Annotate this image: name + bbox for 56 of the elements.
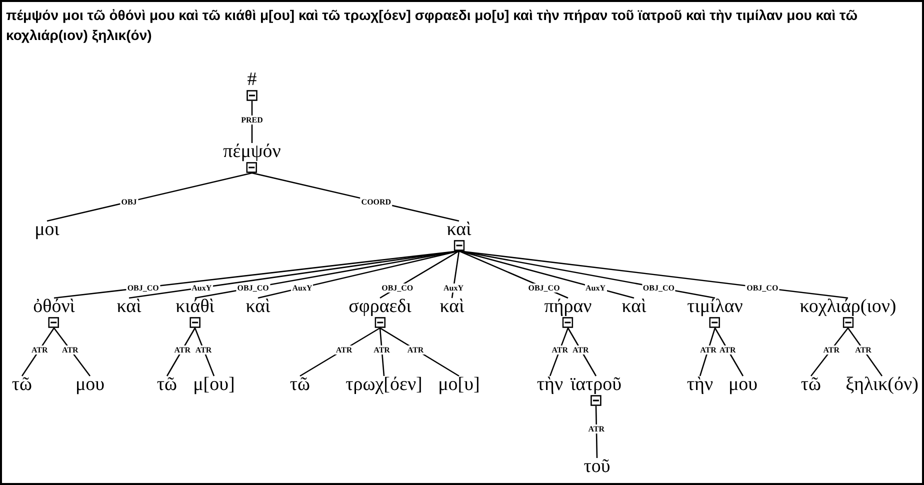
word-label: τῶ <box>290 375 310 395</box>
word-label: μου <box>728 375 758 395</box>
word-label: τὴν <box>686 375 714 395</box>
edge-label: OBJ_CO <box>642 283 676 292</box>
word-label: σφραεδι <box>348 297 412 317</box>
edge-label: OBJ_CO <box>126 283 160 292</box>
word-label: τῶ <box>156 375 178 395</box>
edge-label: AuxY <box>442 283 465 292</box>
word-label: κιάθὶ <box>176 297 214 317</box>
word-label: τοῦ <box>584 457 610 477</box>
edge-label: ATR <box>334 345 354 354</box>
word-label: τρωχ[όεν] <box>346 375 422 395</box>
edge-label: COORD <box>360 197 392 206</box>
edge-label: OBJ_CO <box>527 283 561 292</box>
word-label: κοχλιάρ(ιον) <box>800 297 896 317</box>
word-label: ϊατροῦ <box>570 375 622 395</box>
word-label: καὶ <box>116 297 142 317</box>
edge-label: OBJ_CO <box>380 283 414 292</box>
edge-label: ATR <box>587 424 606 434</box>
edge-label: ATR <box>550 345 570 354</box>
word-label: καὶ <box>622 297 646 317</box>
edge-label: AuxY <box>190 283 213 292</box>
edge-label: AuxY <box>291 283 314 292</box>
edge-label: ATR <box>61 345 80 354</box>
word-label: τῶ <box>12 375 32 395</box>
word-label: καὶ <box>446 220 472 240</box>
edge-label: ATR <box>30 345 49 354</box>
edge-label: OBJ_CO <box>236 283 270 292</box>
word-label: ξηλικ(όν) <box>846 375 918 395</box>
edge-label: OBJ <box>120 197 138 206</box>
edge-label: ATR <box>372 345 391 354</box>
word-label: μου <box>75 375 105 395</box>
word-label: # <box>247 70 257 90</box>
edge-label: ATR <box>406 345 425 354</box>
edge-label: ATR <box>173 345 192 354</box>
edge-label: AuxY <box>584 283 606 292</box>
edge-label: PRED <box>240 115 264 124</box>
edge-label: ATR <box>194 345 213 354</box>
word-label: μ[ου] <box>193 375 235 395</box>
word-label: καὶ <box>440 297 464 317</box>
edge-label: ATR <box>854 345 872 354</box>
edge-label: ATR <box>822 345 840 354</box>
edge-label: ATR <box>718 345 737 354</box>
word-label: τὴν <box>536 375 564 395</box>
word-label: μο[υ] <box>438 375 480 395</box>
word-label: καὶ <box>246 297 270 317</box>
sentence-title: πέμψόν μοι τῶ ὀθόνὶ μου καὶ τῶ κιάθὶ μ[ου] καὶ τῶ τρωχ[όεν] σφραεδι μο[υ] καὶ τὴν πήραν τοῦ ϊατροῦ καὶ τὴν τιμίλαν μου καὶ τῶ κοχλιάρ(ιον) ξηλικ(όν) <box>6 6 859 45</box>
edge-label: OBJ_CO <box>746 283 780 292</box>
word-label: ὀθόνὶ <box>33 297 75 317</box>
word-label: πήραν <box>544 297 592 317</box>
word-label: μοι <box>34 220 60 240</box>
edge-label: ATR <box>699 345 718 354</box>
word-label: τιμίλαν <box>687 297 743 317</box>
word-label: πέμψόν <box>223 142 281 162</box>
word-label: τῶ <box>800 375 822 395</box>
edge-label: ATR <box>571 345 590 354</box>
